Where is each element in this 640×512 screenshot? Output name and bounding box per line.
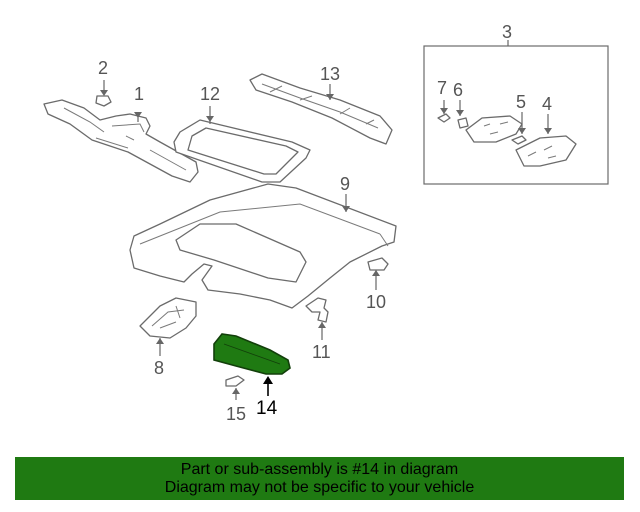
part-7-clip[interactable]: [437, 113, 451, 123]
callout-9: 9: [340, 174, 350, 194]
callout-3: 3: [502, 22, 512, 42]
callout-4: 4: [542, 94, 552, 114]
part-1-roof-bracket[interactable]: [43, 99, 199, 183]
info-banner: Part or sub-assembly is #14 in diagram D…: [15, 457, 624, 500]
callout-7: 7: [437, 78, 447, 98]
part-15-clip[interactable]: [225, 375, 245, 387]
part-12-sunroof-seal[interactable]: [173, 119, 311, 183]
callout-6: 6: [453, 80, 463, 100]
callout-13: 13: [320, 64, 340, 84]
callout-2: 2: [98, 58, 108, 78]
part-11-hook[interactable]: [305, 297, 329, 323]
callout-5: 5: [516, 92, 526, 112]
part-6-lens[interactable]: [457, 115, 523, 143]
part-10-clip[interactable]: [367, 257, 389, 271]
banner-line-1: Part or sub-assembly is #14 in diagram: [180, 461, 459, 478]
part-14-sun-visor[interactable]: [213, 333, 291, 375]
callout-14: 14: [256, 398, 278, 419]
part-8-visor-holder[interactable]: [139, 297, 197, 339]
leader-lines: [100, 80, 552, 400]
callout-11: 11: [312, 342, 331, 362]
callout-1: 1: [134, 84, 144, 104]
part-4-console-housing[interactable]: [515, 135, 577, 167]
callout-labels: 2 1 12 13 3 7 6 5 4 9 10 11 8 15 14: [98, 22, 552, 424]
part-13-header-panel[interactable]: [249, 73, 393, 145]
banner-line-2: Diagram may not be specific to your vehi…: [164, 479, 475, 496]
callout-8: 8: [154, 358, 164, 378]
part-3-console-group-box: [423, 40, 609, 185]
callout-12: 12: [200, 84, 220, 104]
part-9-headliner[interactable]: [129, 183, 397, 309]
callout-10: 10: [366, 292, 386, 312]
part-5-bulb[interactable]: [511, 135, 527, 145]
part-2-clip[interactable]: [95, 95, 112, 107]
callout-15: 15: [226, 404, 246, 424]
